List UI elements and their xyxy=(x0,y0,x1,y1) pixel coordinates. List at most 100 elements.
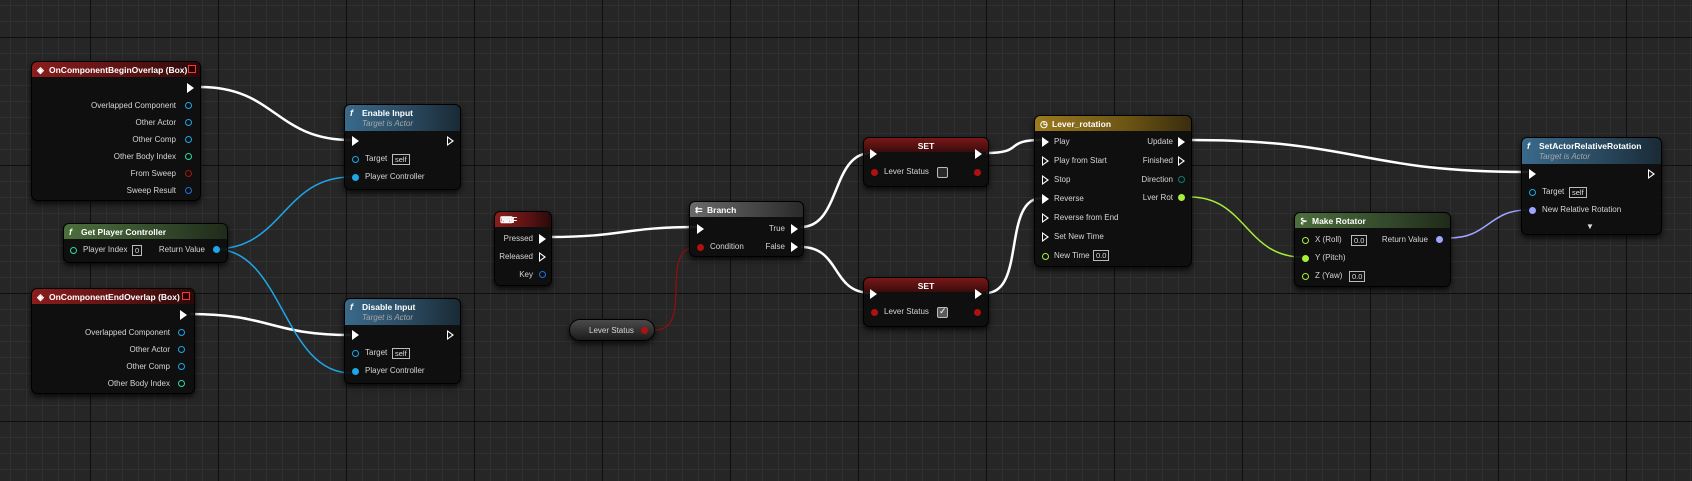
exec-in-pin[interactable] xyxy=(352,136,359,146)
true-exec-pin[interactable] xyxy=(791,224,798,234)
exec-in-pin[interactable] xyxy=(1529,169,1536,179)
chevron-down-icon[interactable]: ▼ xyxy=(1586,222,1594,231)
begin-overlap-header[interactable]: ◈ OnComponentBeginOverlap (Box) xyxy=(32,62,200,77)
wire-pressed-to-branch[interactable] xyxy=(549,225,698,239)
wire-lver-rot-to-pitch[interactable] xyxy=(1189,196,1303,258)
object-pin[interactable] xyxy=(185,119,192,126)
reverse-from-end-exec-pin[interactable] xyxy=(1042,213,1049,223)
object-pin[interactable] xyxy=(178,363,185,370)
set-lever-status-bottom-node[interactable]: SET Lever Status xyxy=(863,277,989,327)
update-exec-pin[interactable] xyxy=(1178,137,1185,147)
key-f-event-node[interactable]: ⌨ F Pressed Released Key xyxy=(494,211,552,286)
exec-out-pin[interactable] xyxy=(447,136,454,146)
int-pin[interactable] xyxy=(185,153,192,160)
float-pin[interactable] xyxy=(1042,253,1049,260)
bool-pin[interactable] xyxy=(871,169,878,176)
reverse-exec-pin[interactable] xyxy=(1042,194,1049,204)
exec-out-pin[interactable] xyxy=(1648,169,1655,179)
target-self-value[interactable]: self xyxy=(392,348,410,359)
rotator-in-pin[interactable] xyxy=(1529,207,1536,214)
object-pin[interactable] xyxy=(185,136,192,143)
player-index-input[interactable]: 0 xyxy=(132,245,143,256)
exec-out-pin[interactable] xyxy=(975,149,982,159)
lever-rotation-timeline-node[interactable]: ◷ Lever_rotation Play Play from Start St… xyxy=(1034,115,1192,267)
exec-in-pin[interactable] xyxy=(870,149,877,159)
object-pin[interactable] xyxy=(185,102,192,109)
wire-controller-to-disable[interactable] xyxy=(214,248,352,374)
wire-set-top-to-play[interactable] xyxy=(985,138,1043,155)
make-rotator-node[interactable]: ⊱ Make Rotator X (Roll) 0.0 Return Value… xyxy=(1294,212,1451,287)
object-pin[interactable] xyxy=(178,329,185,336)
rotator-out-pin[interactable] xyxy=(1436,236,1443,243)
enable-input-node[interactable]: f Enable Input Target is Actor Target se… xyxy=(344,104,461,190)
set-bottom-header[interactable]: SET xyxy=(864,278,988,292)
wire-update-to-set-rotation[interactable] xyxy=(1189,138,1529,174)
finished-exec-pin[interactable] xyxy=(1178,156,1185,166)
target-self-value[interactable]: self xyxy=(1569,187,1587,198)
set-new-time-exec-pin[interactable] xyxy=(1042,232,1049,242)
lever-status-checkbox[interactable] xyxy=(937,167,948,178)
lever-status-checkbox[interactable] xyxy=(937,306,948,318)
branch-node[interactable]: ⇇ Branch True Condition False xyxy=(689,201,804,257)
struct-pin[interactable] xyxy=(185,187,192,194)
object-pin[interactable] xyxy=(352,174,359,181)
play-from-start-exec-pin[interactable] xyxy=(1042,156,1049,166)
object-pin[interactable] xyxy=(1529,189,1536,196)
bool-pin[interactable] xyxy=(641,327,648,334)
bool-out-pin[interactable] xyxy=(974,169,981,176)
wire-false-to-set-bottom[interactable] xyxy=(800,245,872,295)
enable-input-header[interactable]: f Enable Input Target is Actor xyxy=(345,105,460,131)
disable-input-header[interactable]: f Disable Input Target is Actor xyxy=(345,299,460,325)
timeline-header[interactable]: ◷ Lever_rotation xyxy=(1035,116,1191,131)
pressed-exec-pin[interactable] xyxy=(539,234,546,244)
end-overlap-header[interactable]: ◈ OnComponentEndOverlap (Box) xyxy=(32,289,194,304)
exec-in-pin[interactable] xyxy=(352,330,359,340)
false-exec-pin[interactable] xyxy=(791,242,798,252)
make-rotator-header[interactable]: ⊱ Make Rotator xyxy=(1295,213,1450,228)
set-top-header[interactable]: SET xyxy=(864,138,988,152)
wire-condition-wire[interactable] xyxy=(654,246,698,331)
wire-rotator-to-new-rotation[interactable] xyxy=(1448,209,1529,239)
object-pin[interactable] xyxy=(178,346,185,353)
delegate-pin-icon[interactable] xyxy=(188,65,196,73)
int-pin[interactable] xyxy=(178,380,185,387)
delegate-pin-icon[interactable] xyxy=(182,292,190,300)
bool-out-pin[interactable] xyxy=(974,309,981,316)
exec-out-pin[interactable] xyxy=(187,83,194,93)
get-player-controller-header[interactable]: f Get Player Controller xyxy=(64,224,227,239)
end-overlap-node[interactable]: ◈ OnComponentEndOverlap (Box) Overlapped… xyxy=(31,288,195,394)
exec-in-pin[interactable] xyxy=(870,289,877,299)
float-out-pin[interactable] xyxy=(1178,194,1185,201)
target-self-value[interactable]: self xyxy=(392,154,410,165)
float-pin[interactable] xyxy=(1302,273,1309,280)
key-f-header[interactable]: ⌨ F xyxy=(495,212,551,227)
wire-controller-to-enable[interactable] xyxy=(214,176,352,250)
play-exec-pin[interactable] xyxy=(1042,137,1049,147)
object-pin[interactable] xyxy=(352,156,359,163)
exec-in-pin[interactable] xyxy=(697,224,704,234)
object-pin[interactable] xyxy=(213,246,220,253)
exec-out-pin[interactable] xyxy=(180,310,187,320)
stop-exec-pin[interactable] xyxy=(1042,175,1049,185)
key-struct-pin[interactable] xyxy=(539,271,546,278)
z-yaw-input[interactable]: 0.0 xyxy=(1349,271,1366,282)
object-pin[interactable] xyxy=(352,368,359,375)
bool-pin[interactable] xyxy=(871,309,878,316)
disable-input-node[interactable]: f Disable Input Target is Actor Target s… xyxy=(344,298,461,384)
wire-begin-exec-to-enable[interactable] xyxy=(199,85,352,142)
int-pin[interactable] xyxy=(70,247,77,254)
float-pin[interactable] xyxy=(1302,237,1309,244)
lever-status-getter-node[interactable]: Lever Status xyxy=(569,319,655,341)
enum-pin[interactable] xyxy=(1178,176,1185,183)
wire-true-to-set-top[interactable] xyxy=(800,151,872,229)
bool-pin[interactable] xyxy=(697,244,704,251)
begin-overlap-node[interactable]: ◈ OnComponentBeginOverlap (Box) Overlapp… xyxy=(31,61,201,201)
new-time-input[interactable]: 0.0 xyxy=(1093,250,1110,261)
bool-pin[interactable] xyxy=(185,170,192,177)
released-exec-pin[interactable] xyxy=(539,252,546,262)
set-actor-relative-rotation-node[interactable]: f SetActorRelativeRotation Target is Act… xyxy=(1521,137,1662,235)
set-lever-status-top-node[interactable]: SET Lever Status xyxy=(863,137,989,187)
get-player-controller-node[interactable]: f Get Player Controller Player Index 0 R… xyxy=(63,223,228,263)
x-roll-input[interactable]: 0.0 xyxy=(1351,235,1368,246)
float-pin[interactable] xyxy=(1302,255,1309,262)
